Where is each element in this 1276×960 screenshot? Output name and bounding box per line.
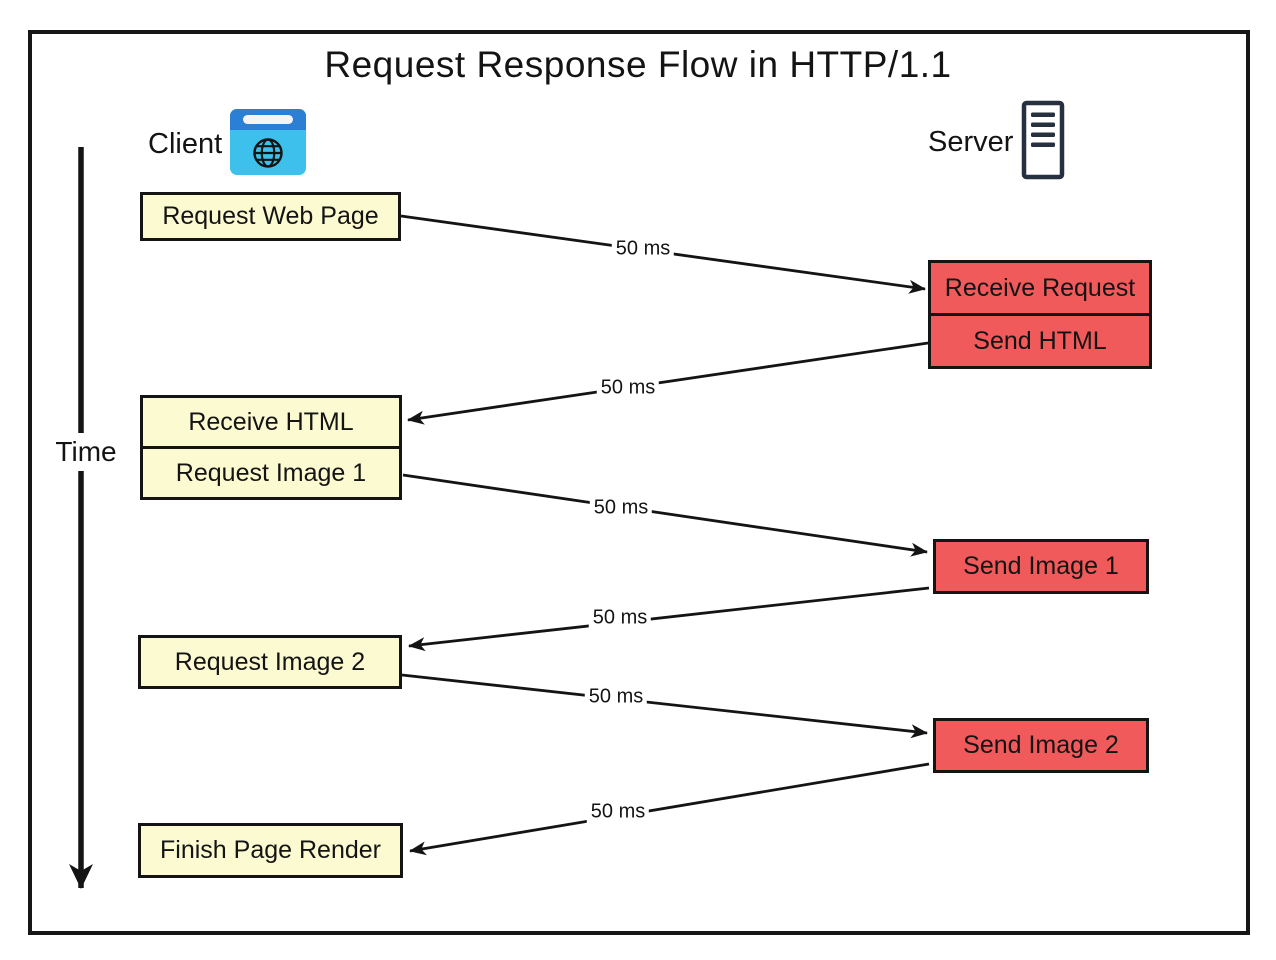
latency-label-3: 50 ms xyxy=(589,495,653,521)
step-label: Send HTML xyxy=(973,326,1107,355)
server-lane-label: Server xyxy=(928,126,1014,158)
latency-label-5: 50 ms xyxy=(584,684,648,710)
latency-label-4: 50 ms xyxy=(588,605,652,631)
step-box-receive-html: Receive HTML xyxy=(140,395,402,449)
arrow-send-html-to-receive-html xyxy=(407,341,929,425)
step-box-send-html: Send HTML xyxy=(928,313,1152,369)
step-label: Send Image 1 xyxy=(963,552,1119,580)
step-label: Request Web Page xyxy=(162,202,379,230)
step-box-send-image-1: Send Image 1 xyxy=(933,539,1149,594)
step-box-request-web-page: Request Web Page xyxy=(140,192,401,241)
step-label: Request Image 2 xyxy=(174,647,366,676)
globe-icon xyxy=(253,138,283,168)
latency-label-1: 50 ms xyxy=(611,236,675,262)
step-label: Send Image 2 xyxy=(963,731,1119,759)
browser-icon xyxy=(230,109,306,175)
step-label: Finish Page Render xyxy=(160,836,381,864)
step-label: Request Image 1 xyxy=(175,458,367,487)
step-box-finish-page-render: Finish Page Render xyxy=(138,823,403,878)
step-box-send-image-2: Send Image 2 xyxy=(933,718,1149,773)
arrow-send-image-2-to-finish-page-render xyxy=(409,762,930,856)
client-lane-label: Client xyxy=(148,128,223,160)
arrow-request-image-2-to-send-image-2 xyxy=(401,673,928,739)
step-box-receive-request: Receive Request xyxy=(928,260,1152,316)
browser-icon-addressbar xyxy=(243,115,293,124)
latency-label-6: 50 ms xyxy=(586,799,650,825)
latency-label-2: 50 ms xyxy=(596,375,660,401)
step-label: Receive HTML xyxy=(188,407,354,436)
arrow-send-image-1-to-request-image-2 xyxy=(408,586,930,652)
browser-icon-topbar xyxy=(230,109,306,130)
time-axis-label: Time xyxy=(50,433,122,471)
diagram-title: Request Response Flow in HTTP/1.1 xyxy=(324,44,952,85)
step-label: Receive Request xyxy=(944,273,1136,302)
step-box-request-image-2: Request Image 2 xyxy=(138,635,402,689)
server-icon xyxy=(1021,100,1065,180)
arrow-request-image-1-to-send-image-1 xyxy=(402,473,928,557)
step-box-request-image-1: Request Image 1 xyxy=(140,446,402,500)
